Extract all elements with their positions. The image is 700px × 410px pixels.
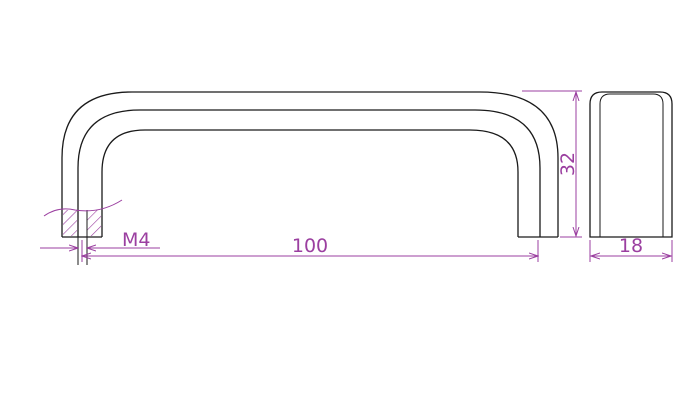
side-view-inner <box>599 93 664 237</box>
handle-front-view <box>61 91 559 238</box>
thread-hatch-right <box>87 210 101 236</box>
dimension-height <box>522 90 582 238</box>
thread-section <box>43 199 123 265</box>
dimension-depth <box>589 240 673 262</box>
handle-middle-contour <box>77 109 541 237</box>
height-dimension-label: 32 <box>557 152 579 176</box>
depth-dimension-label: 18 <box>619 235 643 257</box>
handle-outer-contour <box>61 91 559 237</box>
side-view-outer <box>589 91 673 238</box>
thread-hatch-left <box>63 210 77 236</box>
handle-side-view <box>589 91 673 238</box>
thread-dimension-label: M4 <box>122 229 150 251</box>
section-break-line <box>43 199 123 217</box>
dimension-width <box>82 240 538 262</box>
handle-inner-contour <box>101 129 519 237</box>
width-dimension-label: 100 <box>292 235 328 257</box>
